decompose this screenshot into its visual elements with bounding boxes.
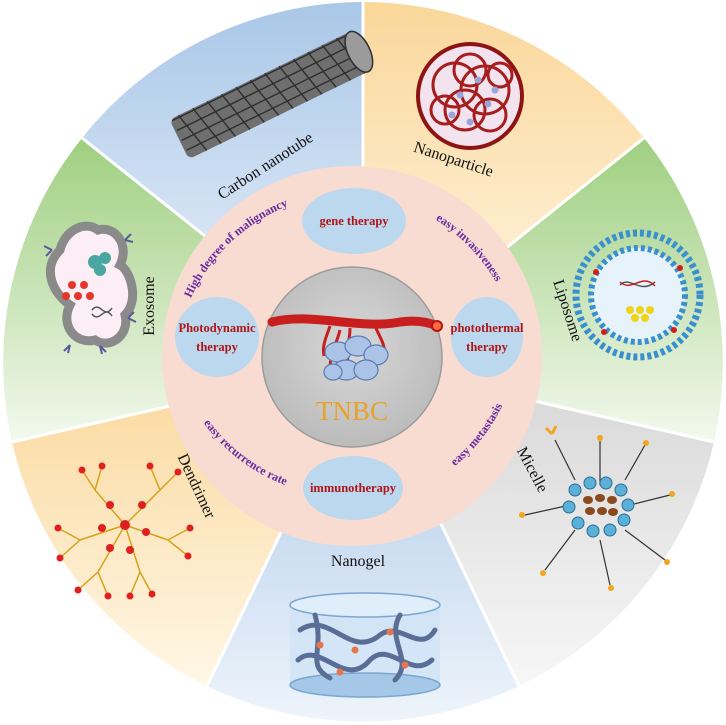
tnbc-core: TNBC	[261, 266, 443, 448]
exosome-icon	[43, 221, 138, 355]
liposome-icon	[572, 229, 704, 361]
segment-label-exosome: Exosome	[141, 276, 158, 336]
segment-label-nanogel: Nanogel	[331, 553, 386, 570]
carbon-nanotube-icon	[171, 30, 374, 158]
center-label: TNBC	[316, 396, 388, 426]
therapy-photothermal: photothermal therapy	[451, 297, 524, 377]
therapy-gene: gene therapy	[302, 188, 406, 254]
therapy-immuno-label: immunotherapy	[310, 481, 397, 495]
nanogel-icon	[289, 592, 441, 698]
therapy-photothermal-label-1: photothermal	[451, 321, 524, 335]
therapy-photodynamic-label-2: therapy	[196, 340, 238, 354]
nanoparticle-icon	[416, 42, 524, 150]
therapy-photodynamic-label-1: Photodynamic	[178, 321, 256, 335]
therapy-photodynamic: Photodynamic therapy	[175, 297, 259, 377]
therapy-gene-label: gene therapy	[319, 214, 389, 228]
therapy-immuno: immunotherapy	[303, 456, 403, 520]
micelle-icon	[519, 425, 675, 591]
dendrimer-icon	[54, 462, 194, 600]
tumor-cells-icon	[323, 335, 389, 381]
therapy-photothermal-label-2: therapy	[466, 340, 508, 354]
